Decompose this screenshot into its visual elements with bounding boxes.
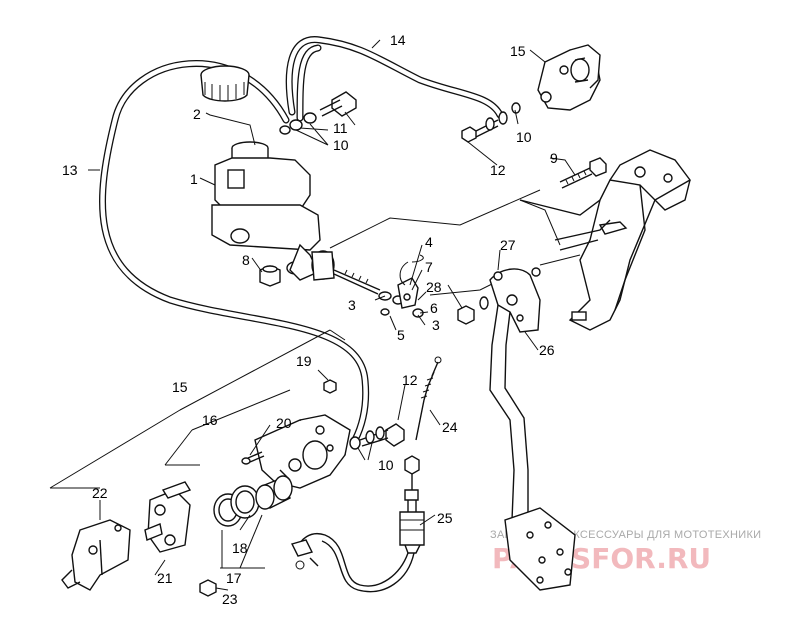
callout-25: 25 (437, 510, 453, 526)
bolt-9 (559, 157, 607, 189)
callout-16: 16 (202, 412, 218, 428)
piston-and-seals (213, 475, 293, 527)
clevis-assembly (380, 254, 424, 318)
callout-10-right: 10 (516, 129, 532, 145)
pedal-bracket (519, 149, 692, 331)
callout-6: 6 (430, 300, 438, 316)
callout-labels: 1 2 3 3 4 5 6 7 8 9 10 10 10 11 12 12 13… (62, 32, 558, 607)
callout-3-lower: 3 (432, 317, 440, 333)
callout-10-lower: 10 (378, 457, 394, 473)
callout-28: 28 (426, 279, 442, 295)
callout-7: 7 (425, 259, 433, 275)
brake-light-switch (290, 455, 425, 593)
master-cylinder (211, 141, 335, 281)
pivot-nut (457, 267, 541, 325)
callout-13: 13 (62, 162, 78, 178)
callout-4: 4 (425, 234, 433, 250)
bleeder-screw (241, 451, 265, 465)
callout-12-upper: 12 (490, 162, 506, 178)
bolt-12-lower (349, 423, 405, 450)
callout-10-upper: 10 (333, 137, 349, 153)
upper-caliper (537, 44, 601, 111)
callout-8: 8 (242, 252, 250, 268)
callout-14: 14 (390, 32, 406, 48)
callout-17: 17 (226, 570, 242, 586)
fitting-8 (259, 265, 281, 287)
callout-23: 23 (222, 591, 238, 607)
bolt-12-upper (461, 102, 521, 143)
callout-22: 22 (92, 485, 108, 501)
return-spring (415, 356, 442, 441)
callout-9: 9 (550, 150, 558, 166)
screw-23 (199, 579, 217, 597)
push-rod (333, 269, 404, 305)
callout-leaders (88, 39, 576, 591)
exploded-view-frame (49, 329, 346, 489)
mounting-bracket (144, 481, 192, 553)
callout-20: 20 (276, 415, 292, 431)
callout-2: 2 (193, 106, 201, 122)
callout-27: 27 (500, 237, 516, 253)
callout-1: 1 (190, 171, 198, 187)
callout-11: 11 (333, 120, 348, 136)
callout-5: 5 (397, 327, 405, 343)
callout-3-upper: 3 (348, 297, 356, 313)
callout-19: 19 (296, 353, 312, 369)
lower-caliper (254, 414, 351, 489)
callout-24: 24 (442, 419, 458, 435)
hose-13 (99, 60, 370, 444)
callout-21: 21 (157, 570, 173, 586)
callout-15-lower: 15 (172, 379, 188, 395)
hose-14 (285, 36, 504, 122)
brake-pad (61, 519, 131, 591)
callout-18: 18 (232, 540, 248, 556)
brake-pedal (489, 268, 576, 591)
callout-15-upper: 15 (510, 43, 526, 59)
reservoir-cap (200, 65, 250, 102)
callout-26: 26 (539, 342, 555, 358)
callout-12-lower: 12 (402, 372, 418, 388)
banjo-bolt-11 (279, 91, 357, 135)
screw-19 (323, 379, 337, 394)
